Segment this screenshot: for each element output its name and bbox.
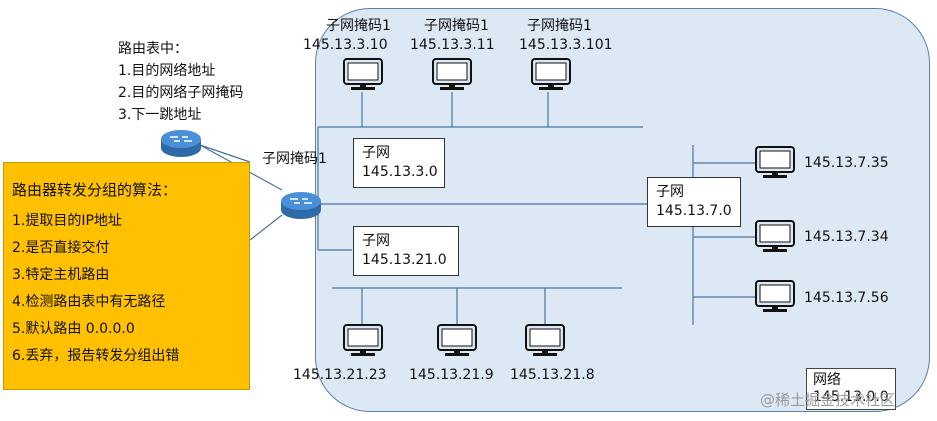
- router-mask-label: 子网掩码1: [262, 151, 327, 167]
- subnet-address: 145.13.21.0: [362, 252, 447, 268]
- subnet-name: 子网: [362, 145, 390, 161]
- computer-icon: [755, 146, 795, 178]
- host-ip-label: 145.13.7.34: [804, 229, 889, 245]
- computer-icon: [755, 280, 795, 312]
- computer-icon: [531, 58, 571, 90]
- host-ip-label: 145.13.3.101: [519, 37, 613, 53]
- router-icon: [161, 130, 201, 157]
- algorithm-step: 3.特定主机路由: [12, 267, 110, 283]
- host-mask-label: 子网掩码1: [424, 18, 489, 34]
- computer-icon: [343, 58, 383, 90]
- algorithm-step: 4.检测路由表中有无路径: [12, 294, 166, 310]
- routing-note-title: 路由表中：: [118, 41, 188, 57]
- subnet-address: 145.13.3.0: [362, 164, 438, 180]
- host-ip-label: 145.13.7.35: [804, 155, 889, 171]
- host-ip-label: 145.13.21.23: [293, 367, 387, 383]
- algorithm-title: 路由器转发分组的算法：: [12, 181, 178, 199]
- computer-icon: [525, 324, 565, 356]
- routing-note-item: 1.目的网络地址: [118, 63, 216, 79]
- network-name: 网络: [813, 372, 841, 388]
- subnet-address: 145.13.7.0: [656, 203, 732, 219]
- subnet-name: 子网: [362, 233, 390, 249]
- subnet-name: 子网: [656, 184, 684, 200]
- network-box: 网络 145.13.0.0: [806, 368, 896, 410]
- watermark: @稀土掘金技术社区: [760, 391, 896, 409]
- network-address: 145.13.0.0: [813, 389, 889, 405]
- host-ip-label: 145.13.21.9: [409, 367, 494, 383]
- routing-table-note: 路由表中： 1.目的网络地址 2.目的网络子网掩码 3.下一跳地址: [118, 38, 243, 126]
- subnet-box-145-13-21-0: 子网 145.13.21.0: [353, 226, 459, 276]
- host-mask-label: 子网掩码1: [527, 18, 592, 34]
- algorithm-step: 6.丢弃，报告转发分组出错: [12, 348, 180, 364]
- host-ip-label: 145.13.7.56: [804, 290, 889, 306]
- routing-note-item: 3.下一跳地址: [118, 107, 202, 123]
- algorithm-step: 1.提取目的IP地址: [12, 213, 122, 229]
- algorithm-step: 2.是否直接交付: [12, 240, 110, 256]
- host-mask-label: 子网掩码1: [326, 18, 391, 34]
- network-area: [315, 8, 930, 412]
- computer-icon: [343, 324, 383, 356]
- router-icon: [281, 192, 321, 219]
- routing-note-item: 2.目的网络子网掩码: [118, 85, 244, 101]
- computer-icon: [432, 58, 472, 90]
- subnet-box-145-13-3-0: 子网 145.13.3.0: [353, 138, 445, 188]
- host-ip-label: 145.13.3.10: [303, 37, 388, 53]
- algorithm-step: 5.默认路由 0.0.0.0: [12, 321, 135, 337]
- subnet-box-145-13-7-0: 子网 145.13.7.0: [647, 177, 741, 227]
- algorithm-box: 路由器转发分组的算法： 1.提取目的IP地址 2.是否直接交付 3.特定主机路由…: [3, 162, 250, 390]
- computer-icon: [437, 324, 477, 356]
- host-ip-label: 145.13.21.8: [510, 367, 595, 383]
- computer-icon: [755, 220, 795, 252]
- host-ip-label: 145.13.3.11: [410, 37, 495, 53]
